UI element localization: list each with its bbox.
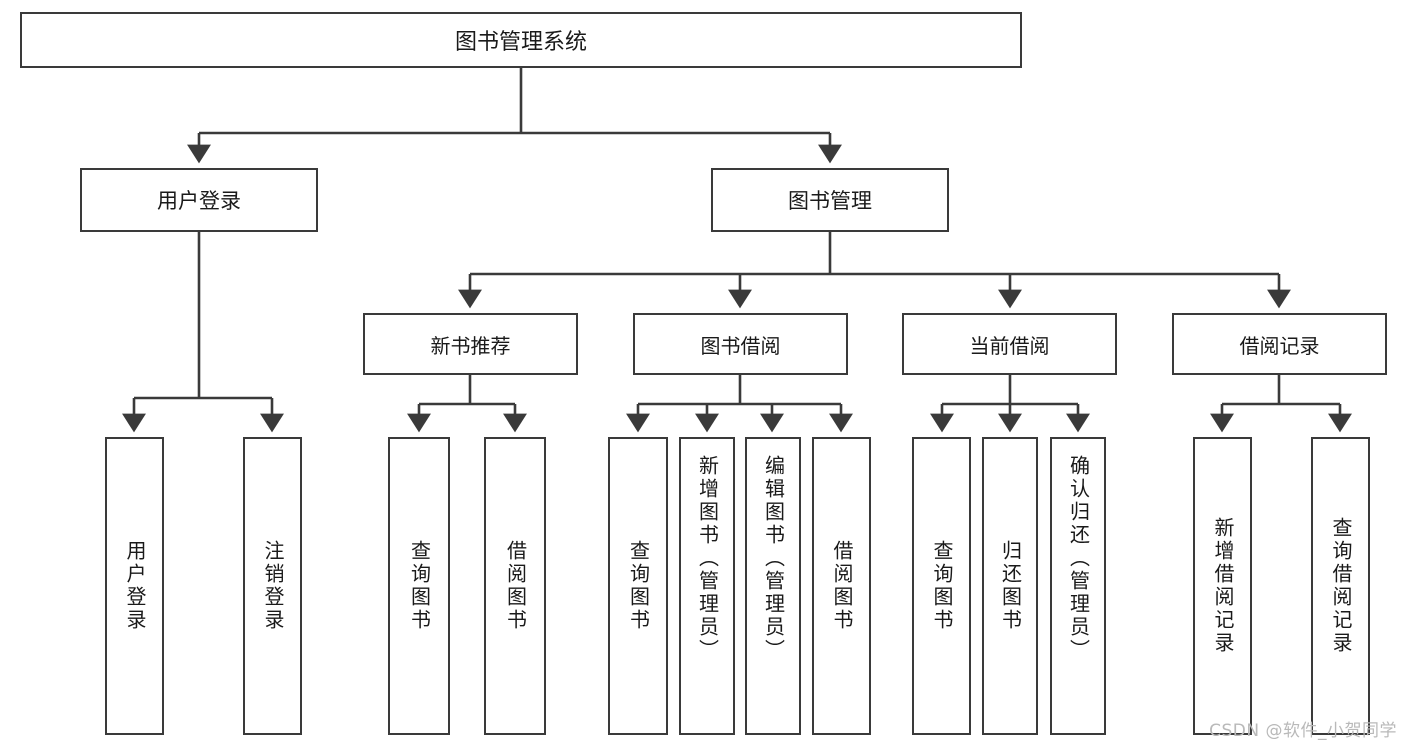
leaf-query-book-1-label: 查询图书 <box>407 540 432 632</box>
node-book-manage-label: 图书管理 <box>788 189 872 213</box>
node-book-manage[interactable]: 图书管理 <box>711 168 949 232</box>
leaf-add-borrow-record[interactable]: 新增借阅记录 <box>1193 437 1252 735</box>
leaf-confirm-return-label: 确认归还（管理员） <box>1066 455 1091 662</box>
leaf-return-book-label: 归还图书 <box>998 540 1023 632</box>
leaf-user-logout-label: 注销登录 <box>261 540 285 632</box>
leaf-add-book[interactable]: 新增图书（管理员） <box>679 437 735 735</box>
node-book-borrow-label: 图书借阅 <box>700 333 781 358</box>
leaf-query-book-1[interactable]: 查询图书 <box>388 437 450 735</box>
leaf-query-borrow-record[interactable]: 查询借阅记录 <box>1311 437 1370 735</box>
leaf-user-login-label: 用户登录 <box>123 540 147 632</box>
node-book-borrow[interactable]: 图书借阅 <box>633 313 848 375</box>
node-root-label: 图书管理系统 <box>454 30 587 55</box>
leaf-query-book-2[interactable]: 查询图书 <box>608 437 668 735</box>
node-new-book-recommend[interactable]: 新书推荐 <box>363 313 578 375</box>
node-current-borrow[interactable]: 当前借阅 <box>902 313 1117 375</box>
leaf-confirm-return[interactable]: 确认归还（管理员） <box>1050 437 1106 735</box>
node-borrow-record[interactable]: 借阅记录 <box>1172 313 1387 375</box>
leaf-edit-book[interactable]: 编辑图书（管理员） <box>745 437 801 735</box>
watermark: CSDN @软件_小贺同学 <box>1209 721 1397 741</box>
leaf-borrow-book-1[interactable]: 借阅图书 <box>484 437 546 735</box>
leaf-user-login[interactable]: 用户登录 <box>105 437 164 735</box>
leaf-query-book-3-label: 查询图书 <box>930 540 954 632</box>
node-root[interactable]: 图书管理系统 <box>20 12 1022 68</box>
node-user-login-label: 用户登录 <box>157 189 241 213</box>
leaf-query-book-2-label: 查询图书 <box>626 540 651 632</box>
leaf-borrow-book-1-label: 借阅图书 <box>503 540 528 632</box>
leaf-borrow-book-2[interactable]: 借阅图书 <box>812 437 871 735</box>
leaf-user-logout[interactable]: 注销登录 <box>243 437 302 735</box>
node-current-borrow-label: 当前借阅 <box>969 333 1050 358</box>
node-borrow-record-label: 借阅记录 <box>1239 333 1320 358</box>
leaf-add-book-label: 新增图书（管理员） <box>695 455 720 662</box>
leaf-return-book[interactable]: 归还图书 <box>982 437 1038 735</box>
leaf-query-book-3[interactable]: 查询图书 <box>912 437 971 735</box>
node-user-login[interactable]: 用户登录 <box>80 168 318 232</box>
leaf-borrow-book-2-label: 借阅图书 <box>830 540 854 632</box>
leaf-query-borrow-record-label: 查询借阅记录 <box>1329 517 1353 655</box>
leaf-add-borrow-record-label: 新增借阅记录 <box>1211 517 1235 655</box>
node-new-book-recommend-label: 新书推荐 <box>430 333 511 358</box>
leaf-edit-book-label: 编辑图书（管理员） <box>761 455 786 662</box>
